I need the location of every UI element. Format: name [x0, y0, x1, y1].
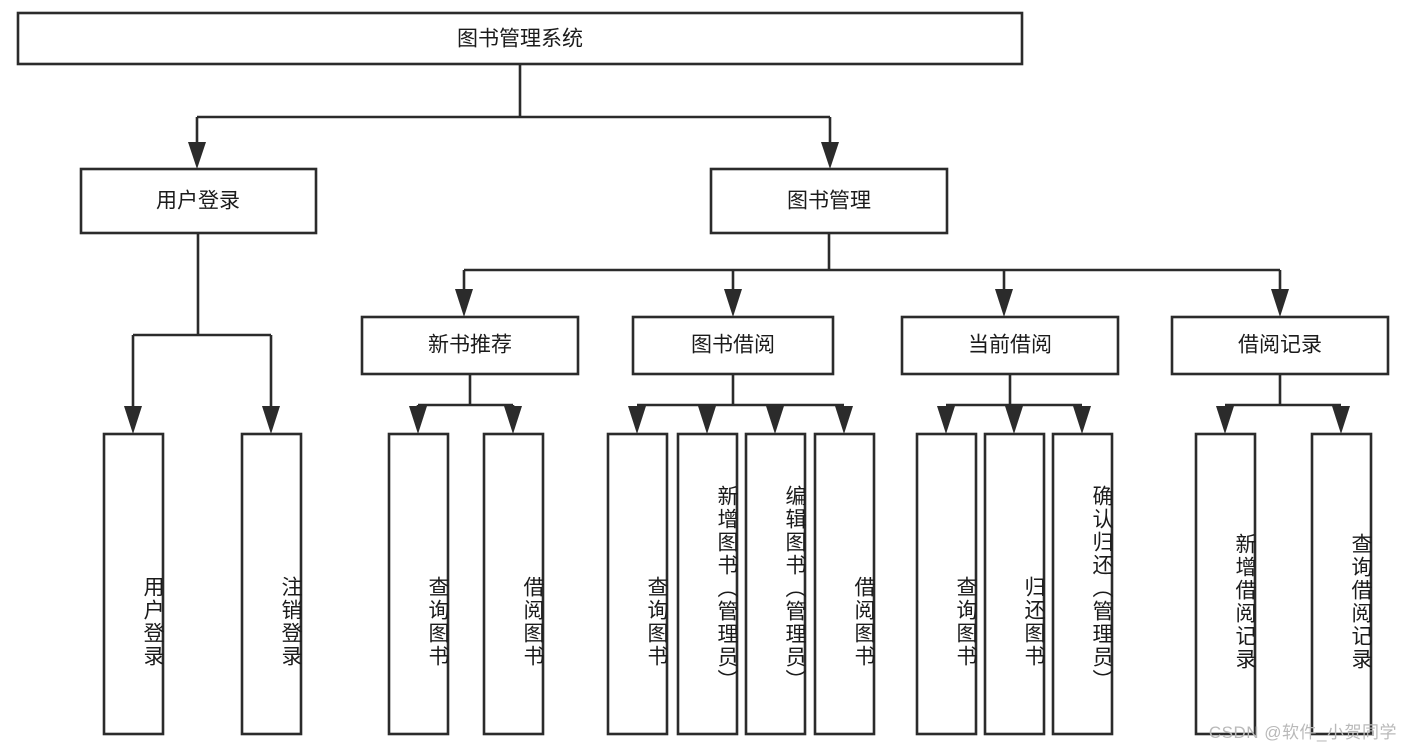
arrow-leaf-borrow-book-2: [835, 406, 853, 434]
leaf-box-query-book-3[interactable]: [915, 432, 978, 736]
leaf-box-return-book[interactable]: [983, 432, 1046, 736]
node-root-box[interactable]: [16, 11, 1024, 66]
node-book-borrow[interactable]: 图书借阅: [631, 315, 835, 376]
leaf-box-logout-login[interactable]: [240, 432, 303, 736]
node-borrow-record-label: 借阅记录: [1238, 334, 1322, 357]
node-user-login-label: 用户登录: [156, 190, 240, 213]
arrow-to-user-login: [188, 142, 206, 169]
node-current-borrow-label: 当前借阅: [968, 334, 1052, 357]
node-user-login[interactable]: 用户登录: [79, 167, 318, 235]
leaf-boxes-layer: [102, 432, 1373, 736]
node-book-borrow-box[interactable]: [631, 315, 835, 376]
arrow-leaf-confirm-return: [1073, 406, 1091, 434]
arrow-leaf-query-book-3: [937, 406, 955, 434]
arrow-leaf-query-record: [1332, 406, 1350, 434]
node-root-label: 图书管理系统: [457, 28, 583, 51]
node-current-borrow[interactable]: 当前借阅: [900, 315, 1120, 376]
node-book-borrow-label: 图书借阅: [691, 334, 775, 357]
arrow-leaf-add-record: [1216, 406, 1234, 434]
node-user-login-box[interactable]: [79, 167, 318, 235]
leaf-box-confirm-return[interactable]: [1051, 432, 1114, 736]
arrow-leaf-return-book: [1005, 406, 1023, 434]
node-book-manage[interactable]: 图书管理: [709, 167, 949, 235]
arrow-to-book-manage: [821, 142, 839, 169]
csdn-watermark: CSDN @软件_小贺同学: [1208, 723, 1397, 742]
arrow-to-new-book-rec: [455, 289, 473, 317]
node-borrow-record-box[interactable]: [1170, 315, 1390, 376]
node-current-borrow-box[interactable]: [900, 315, 1120, 376]
leaf-box-edit-book[interactable]: [744, 432, 807, 736]
node-new-book-recommend[interactable]: 新书推荐: [360, 315, 580, 376]
leaf-box-user-login[interactable]: [102, 432, 165, 736]
node-new-book-recommend-label: 新书推荐: [428, 334, 512, 357]
arrow-leaf-query-book-1: [409, 406, 427, 434]
leaf-box-borrow-book-1[interactable]: [482, 432, 545, 736]
arrow-to-current-borrow: [995, 289, 1013, 317]
arrow-leaf-user-login: [124, 406, 142, 434]
leaf-box-query-book-2[interactable]: [606, 432, 669, 736]
connectors-layer: [124, 64, 1350, 434]
arrow-to-borrow-record: [1271, 289, 1289, 317]
leaf-box-query-book-1[interactable]: [387, 432, 450, 736]
leaf-box-add-record[interactable]: [1194, 432, 1257, 736]
arrow-leaf-query-book-2: [628, 406, 646, 434]
arrow-leaf-edit-book: [766, 406, 784, 434]
node-new-book-recommend-box[interactable]: [360, 315, 580, 376]
node-book-manage-box[interactable]: [709, 167, 949, 235]
leaf-box-query-record[interactable]: [1310, 432, 1373, 736]
arrow-to-book-borrow: [724, 289, 742, 317]
leaf-box-borrow-book-2[interactable]: [813, 432, 876, 736]
arrow-leaf-add-book: [698, 406, 716, 434]
node-borrow-record[interactable]: 借阅记录: [1170, 315, 1390, 376]
node-book-manage-label: 图书管理: [787, 190, 871, 213]
leaf-box-add-book[interactable]: [676, 432, 739, 736]
arrow-leaf-logout-login: [262, 406, 280, 434]
arrow-leaf-borrow-book-1: [504, 406, 522, 434]
node-root[interactable]: 图书管理系统: [16, 11, 1024, 66]
